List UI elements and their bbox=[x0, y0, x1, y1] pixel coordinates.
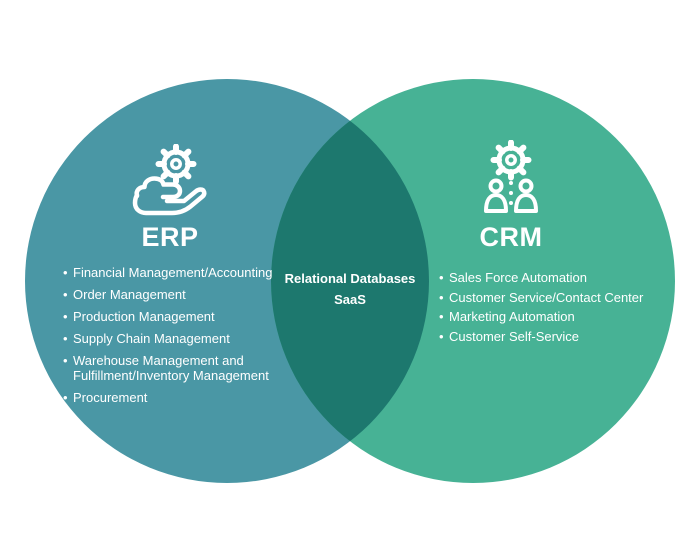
list-item: Supply Chain Management bbox=[63, 331, 281, 347]
gear-icon bbox=[490, 140, 532, 181]
list-item: Financial Management/Accounting bbox=[63, 265, 281, 281]
crm-feature-list: Sales Force AutomationCustomer Service/C… bbox=[439, 270, 671, 349]
list-item: Order Management bbox=[63, 287, 281, 303]
gear-over-people-icon bbox=[469, 140, 553, 224]
crm-title: CRM bbox=[479, 222, 543, 252]
list-item: Production Management bbox=[63, 309, 281, 325]
list-item: Marketing Automation bbox=[439, 309, 671, 325]
list-item: Customer Self-Service bbox=[439, 329, 671, 345]
list-item: Sales Force Automation bbox=[439, 270, 671, 286]
erp-title: ERP bbox=[141, 222, 199, 252]
people-icon bbox=[484, 178, 538, 213]
list-item: Procurement bbox=[63, 390, 281, 406]
list-item: Relational Databases bbox=[284, 271, 416, 286]
dotted-connector-icon bbox=[509, 181, 513, 205]
overlap-lens bbox=[271, 79, 429, 483]
list-item: Customer Service/Contact Center bbox=[439, 290, 671, 306]
erp-feature-list: Financial Management/AccountingOrder Man… bbox=[63, 265, 281, 413]
hand-icon bbox=[132, 176, 207, 216]
list-item: Warehouse Management and Fulfillment/Inv… bbox=[63, 353, 281, 383]
gear-over-hand-icon bbox=[132, 144, 216, 224]
gear-icon bbox=[155, 144, 197, 185]
list-item: SaaS bbox=[334, 292, 366, 307]
